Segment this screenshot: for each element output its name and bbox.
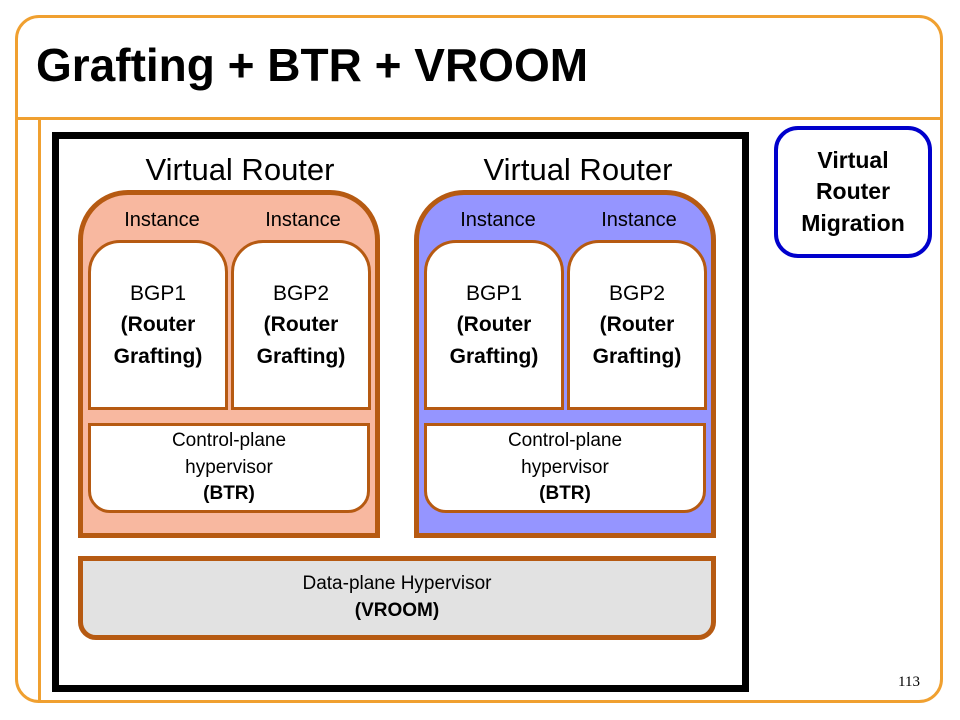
bgp-name: BGP2 <box>608 281 666 305</box>
data-plane-line: Data-plane Hypervisor <box>302 573 492 595</box>
control-plane-hypervisor-2: Control-plane hypervisor (BTR) <box>424 423 706 513</box>
data-plane-line: (VROOM) <box>354 600 440 621</box>
control-plane-hypervisor-1: Control-plane hypervisor (BTR) <box>88 423 370 513</box>
bgp-detail: Grafting) <box>449 344 539 368</box>
hypervisor-line: Control-plane <box>171 430 287 452</box>
bgp-detail: (Router <box>456 313 532 337</box>
bgp-detail: Grafting) <box>256 344 346 368</box>
migration-line: Router <box>815 178 891 205</box>
bgp-detail: Grafting) <box>592 344 682 368</box>
hypervisor-line: (BTR) <box>203 483 255 505</box>
hypervisor-line: (BTR) <box>539 483 591 505</box>
bgp-detail: (Router <box>599 313 675 337</box>
virtual-router-label-2: Virtual Router <box>483 152 673 187</box>
page-number: 113 <box>898 674 920 690</box>
hypervisor-line: Control-plane <box>507 430 623 452</box>
bgp-name: BGP2 <box>272 281 330 305</box>
bgp-instance-box-1a: BGP1 (Router Grafting) <box>88 240 228 410</box>
bgp-name: BGP1 <box>465 281 523 305</box>
bgp-instance-box-1b: BGP2 (Router Grafting) <box>231 240 371 410</box>
virtual-router-label-1: Virtual Router <box>145 152 335 187</box>
hypervisor-line: hypervisor <box>521 456 609 478</box>
hypervisor-line: hypervisor <box>185 456 273 478</box>
instance-label-2b: Instance <box>601 209 677 231</box>
bgp-detail: Grafting) <box>113 344 203 368</box>
slide-title: Grafting + BTR + VROOM <box>36 39 589 91</box>
virtual-router-migration-box: Virtual Router Migration <box>774 126 932 258</box>
slide-frame <box>15 15 943 703</box>
bgp-detail: (Router <box>120 313 196 337</box>
bgp-instance-box-2a: BGP1 (Router Grafting) <box>424 240 564 410</box>
data-plane-hypervisor: Data-plane Hypervisor (VROOM) <box>78 556 716 640</box>
migration-line: Virtual <box>817 147 889 174</box>
title-divider <box>15 117 943 120</box>
side-divider <box>38 119 41 703</box>
bgp-instance-box-2b: BGP2 (Router Grafting) <box>567 240 707 410</box>
bgp-name: BGP1 <box>129 281 187 305</box>
instance-label-1b: Instance <box>265 209 341 231</box>
migration-line: Migration <box>801 209 905 236</box>
bgp-detail: (Router <box>263 313 339 337</box>
instance-label-2a: Instance <box>460 209 536 231</box>
instance-label-1a: Instance <box>124 209 200 231</box>
